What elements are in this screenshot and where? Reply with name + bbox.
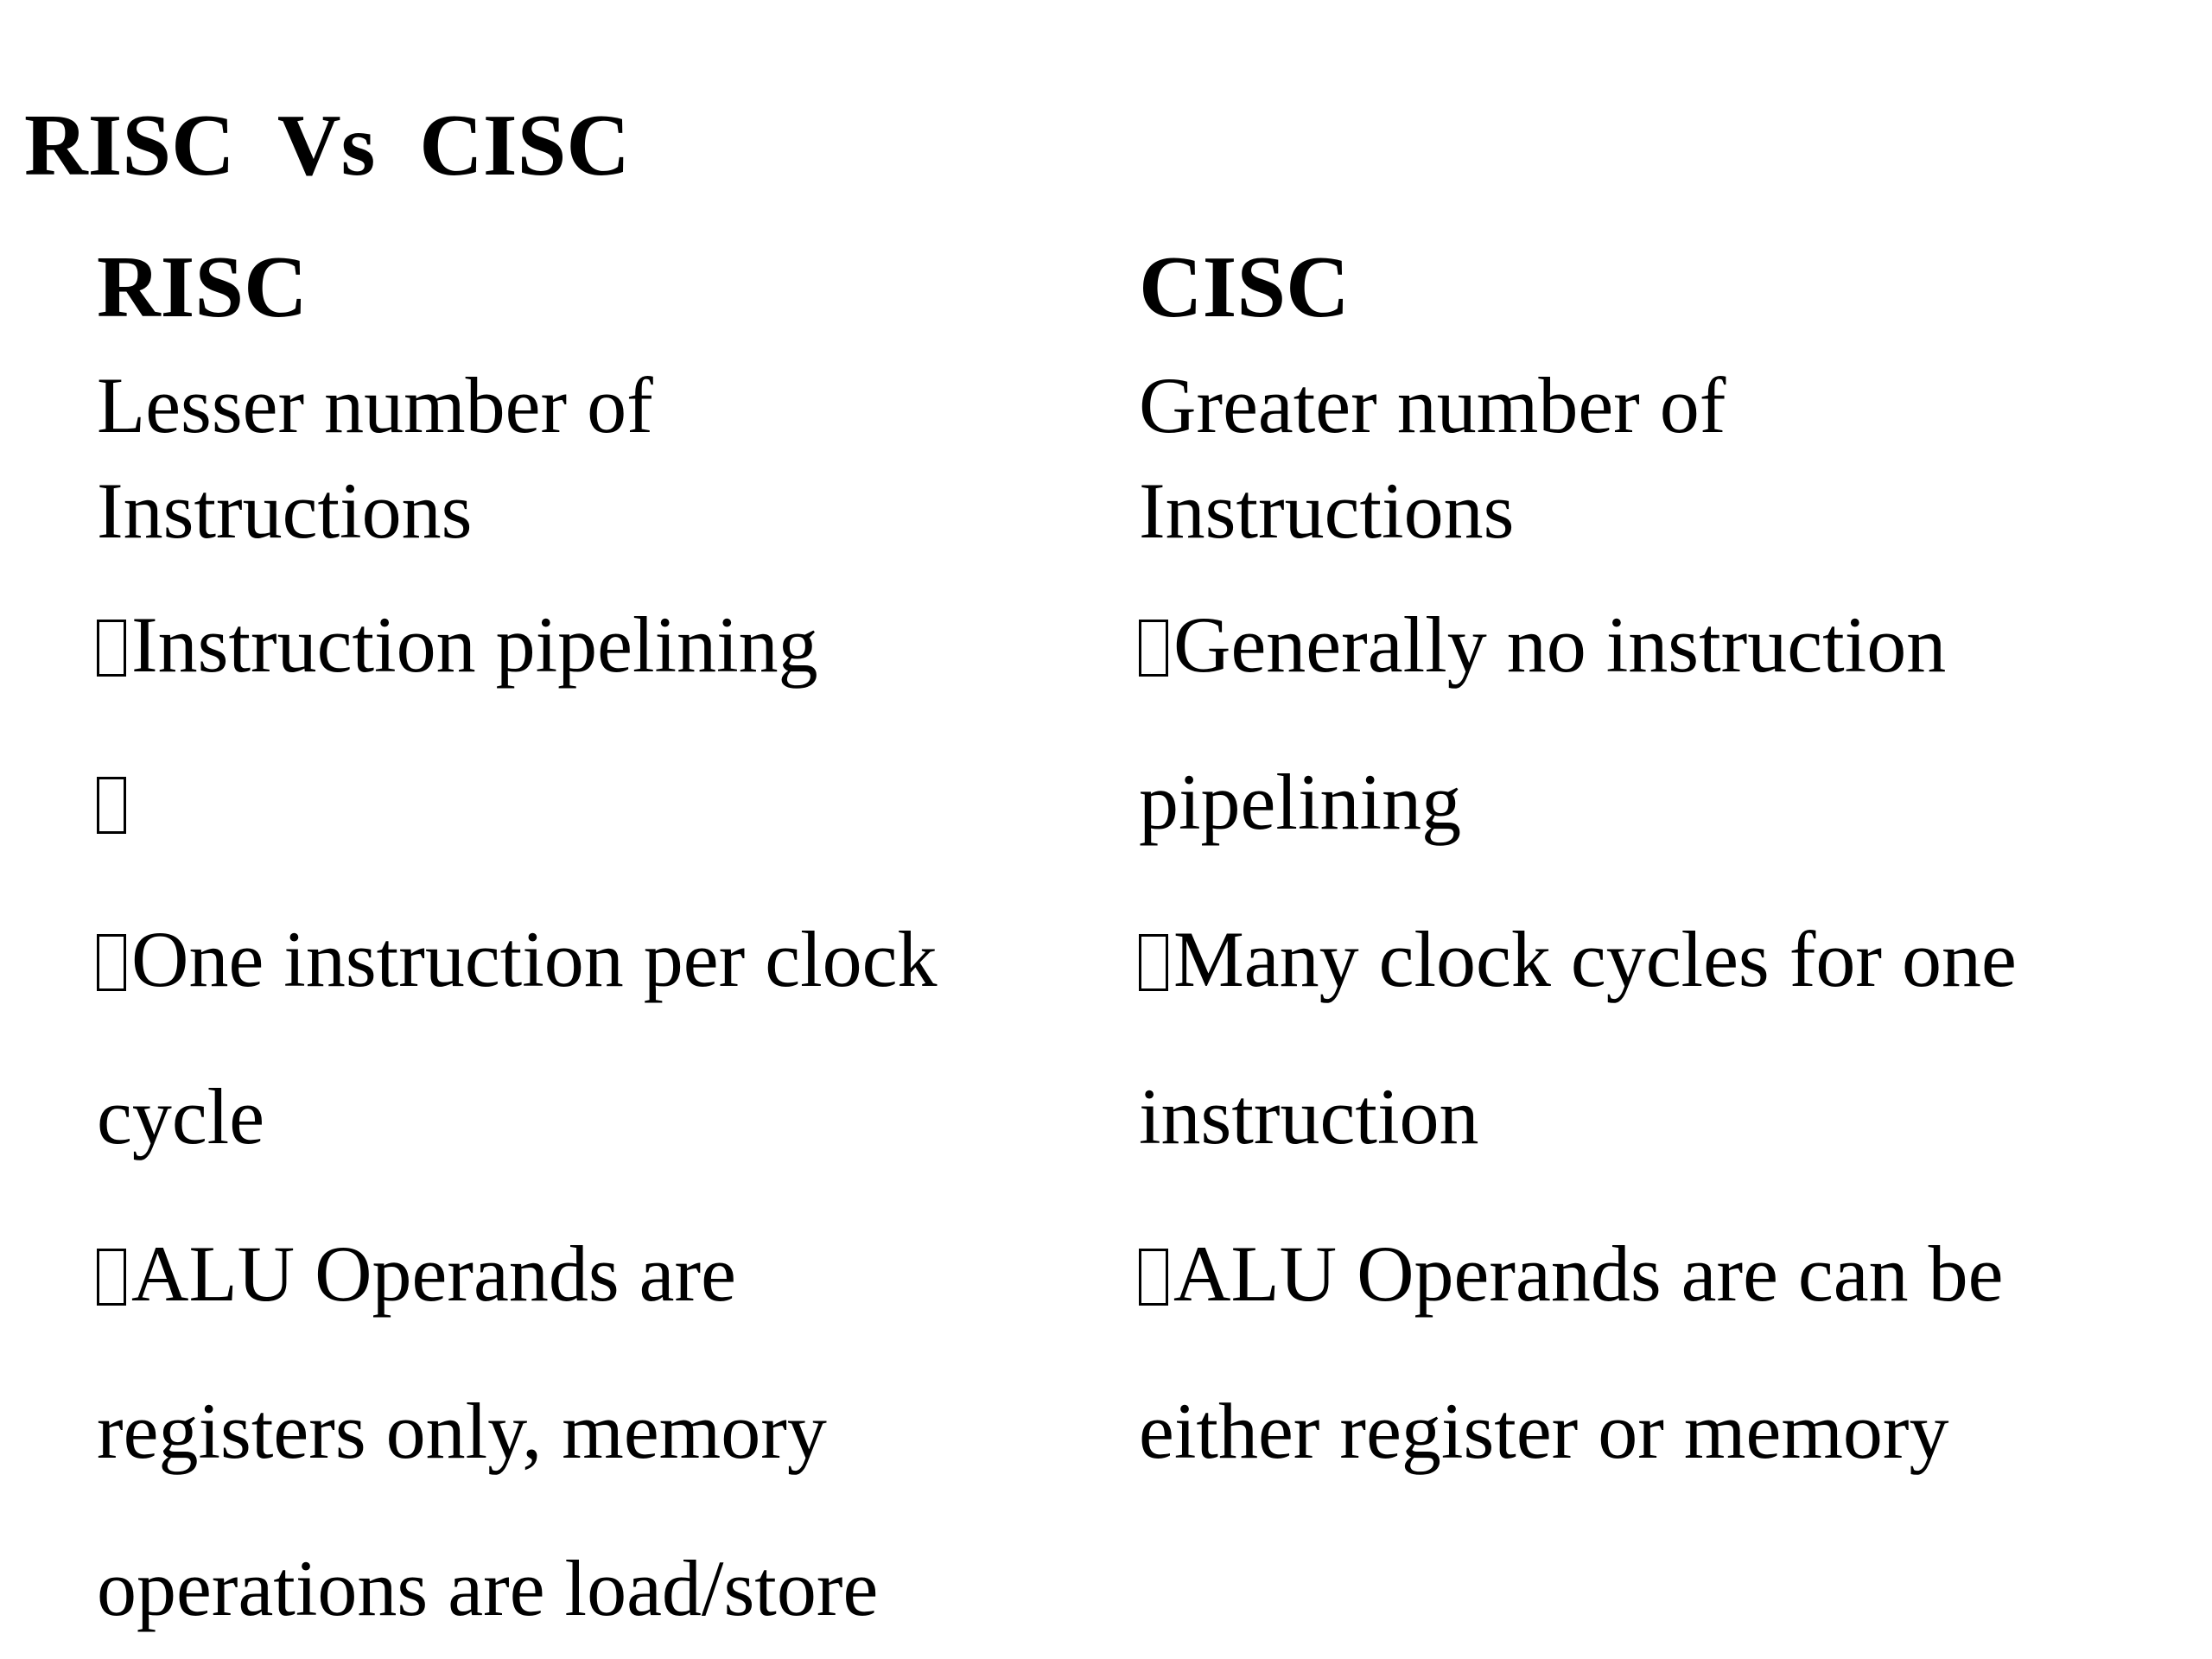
risc-point-line: registers only, memory <box>97 1387 827 1475</box>
risc-point-line: One instruction per clock <box>97 919 938 999</box>
risc-point-line: operations are load/store <box>97 1544 879 1632</box>
bullet-box-icon <box>97 1249 126 1306</box>
risc-point-line <box>97 762 131 842</box>
bullet-box-icon <box>97 620 126 677</box>
risc-point-line: ALU Operands are <box>97 1234 736 1313</box>
risc-point-line: Instruction pipelining <box>97 605 818 684</box>
risc-point-line: cycle <box>97 1072 265 1160</box>
cisc-point-line: ALU Operands are can be <box>1139 1234 2003 1313</box>
cisc-subheading: Greater number of Instructions <box>1139 353 1726 563</box>
cisc-point-line: Many clock cycles for one <box>1139 919 2017 999</box>
cisc-point-line: either register or memory <box>1139 1387 1949 1475</box>
bullet-box-icon <box>1139 1249 1168 1306</box>
cisc-point-line: pipelining <box>1139 758 1462 846</box>
slide-title: RISC Vs CISC <box>24 97 631 194</box>
risc-subheading: Lesser number of Instructions <box>97 353 653 563</box>
cisc-heading: CISC <box>1139 238 1350 336</box>
risc-heading: RISC <box>97 238 308 336</box>
bullet-box-icon <box>1139 620 1168 677</box>
risc-subheading-line: Instructions <box>97 467 473 555</box>
bullet-box-icon <box>97 777 126 834</box>
bullet-box-icon <box>1139 934 1168 991</box>
bullet-box-icon <box>97 934 126 991</box>
cisc-point-line: Generally no instruction <box>1139 605 1946 684</box>
cisc-subheading-line: Greater number of <box>1139 361 1726 449</box>
cisc-subheading-line: Instructions <box>1139 467 1515 555</box>
cisc-point-line: instruction <box>1139 1072 1479 1160</box>
risc-subheading-line: Lesser number of <box>97 361 653 449</box>
